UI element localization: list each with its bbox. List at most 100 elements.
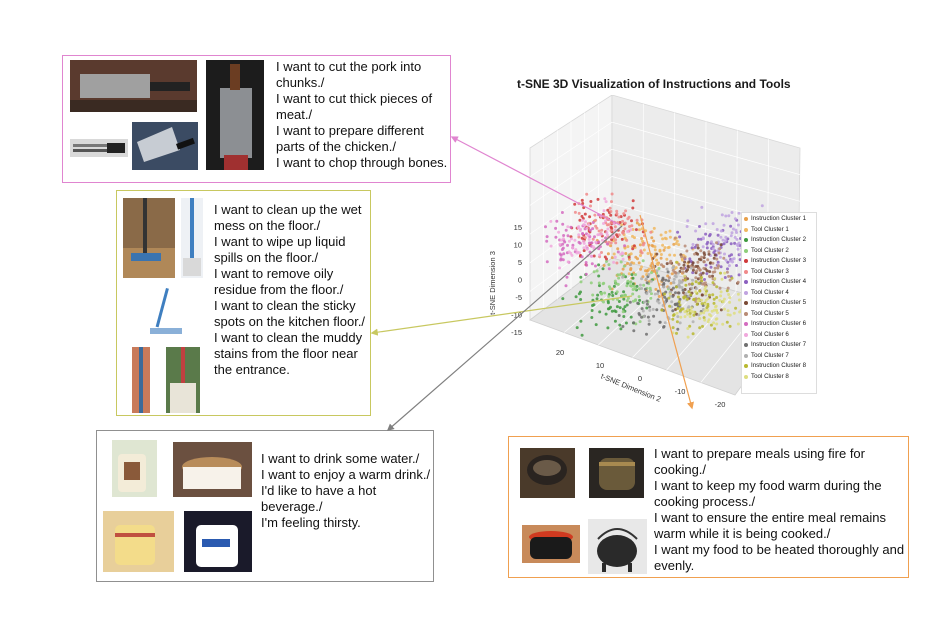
legend-label: Tool Cluster 4 (751, 288, 789, 296)
scatter-point (674, 308, 677, 311)
scatter-point (675, 320, 679, 324)
instruction-line: I want to prepare meals using fire for c… (654, 446, 865, 477)
scatter-point (630, 224, 634, 228)
scatter-point (621, 310, 625, 314)
scatter-point (736, 280, 740, 284)
scatter-point (734, 306, 738, 310)
scatter-point (637, 295, 641, 299)
logo-mug-image (184, 511, 252, 572)
scatter-point (609, 225, 613, 229)
pot-instructions: I want to prepare meals using fire for c… (654, 446, 907, 574)
scatter-point (574, 295, 578, 299)
scatter-point (640, 277, 644, 281)
scatter-point (600, 292, 603, 296)
scatter-point (610, 309, 614, 313)
scatter-point (715, 311, 719, 315)
scatter-point (606, 227, 610, 231)
scatter-point (704, 232, 708, 236)
scatter-point (730, 276, 734, 280)
scatter-point (678, 281, 682, 285)
scatter-point (594, 240, 598, 244)
scatter-point (730, 257, 734, 261)
scatter-point (625, 238, 629, 242)
scatter-point (653, 292, 657, 296)
scatter-point (668, 235, 672, 239)
scatter-point (698, 225, 701, 228)
mop-bucket-image (132, 347, 150, 413)
scatter-point (723, 252, 726, 256)
scatter-point (591, 227, 595, 231)
scatter-point (700, 276, 703, 279)
scatter-point (678, 321, 682, 325)
scatter-point (562, 252, 566, 256)
scatter-point (666, 246, 670, 250)
scatter-point (658, 320, 662, 324)
scatter-point (660, 263, 663, 267)
instruction-line: I want to cut the pork into chunks./ (276, 59, 422, 90)
scatter-point (702, 316, 706, 320)
scatter-point (729, 234, 733, 238)
scatter-point (579, 280, 583, 284)
scatter-point (587, 233, 590, 237)
scatter-point (603, 197, 607, 201)
scatter-point (711, 247, 715, 251)
scatter-point (622, 273, 625, 277)
scatter-point (668, 261, 672, 265)
scatter-point (628, 284, 632, 288)
scatter-point (600, 251, 603, 254)
scatter-point (605, 259, 608, 263)
scatter-point (727, 264, 731, 268)
scatter-point (591, 221, 595, 224)
scatter-point (666, 270, 670, 274)
scatter-point (678, 309, 682, 313)
scatter-point (713, 253, 717, 257)
scatter-point (545, 235, 549, 239)
scatter-point (705, 246, 709, 250)
scatter-point (645, 292, 649, 296)
scatter-point (690, 286, 694, 290)
scatter-point (602, 264, 606, 267)
scatter-point (641, 243, 645, 247)
scatter-point (631, 247, 635, 251)
legend-label: Instruction Cluster 5 (751, 299, 807, 306)
grid-line (598, 274, 675, 346)
scatter-point (584, 244, 588, 248)
scatter-point (735, 264, 738, 267)
scatter-point (562, 234, 566, 237)
scatter-point (591, 293, 595, 297)
scatter-point (706, 308, 710, 312)
scatter-point (684, 292, 688, 296)
scatter-point (702, 266, 706, 270)
scatter-point (701, 324, 704, 328)
scatter-point (715, 285, 719, 289)
scatter-point (645, 302, 649, 306)
scatter-point (683, 244, 687, 248)
z-tick-label: 0 (518, 276, 522, 285)
legend-swatch (744, 227, 748, 232)
scatter-point (579, 319, 583, 323)
scatter-point (632, 261, 636, 265)
scatter-point (629, 280, 633, 284)
scatter-point (631, 206, 635, 210)
scatter-point (606, 208, 610, 212)
scatter-point (693, 252, 697, 256)
scatter-point (728, 296, 732, 300)
scatter-point (637, 228, 641, 232)
scatter-point (685, 225, 689, 228)
scatter-point (637, 223, 641, 227)
scatter-point (579, 227, 582, 231)
scatter-point (629, 252, 633, 256)
legend-item: Tool Cluster 6 (744, 330, 814, 341)
scatter-point (559, 258, 563, 262)
mop-floor-image (123, 198, 175, 278)
legend-label: Instruction Cluster 2 (751, 236, 807, 243)
pot-connector (639, 214, 694, 410)
scatter-point (679, 315, 683, 319)
scatter-point (631, 292, 635, 296)
scatter-point (715, 241, 718, 245)
scatter-point (672, 280, 675, 284)
scatter-point (672, 242, 676, 246)
scatter-point (566, 260, 570, 264)
chef-cleaver-image (132, 122, 198, 170)
scatter-point (667, 286, 671, 290)
